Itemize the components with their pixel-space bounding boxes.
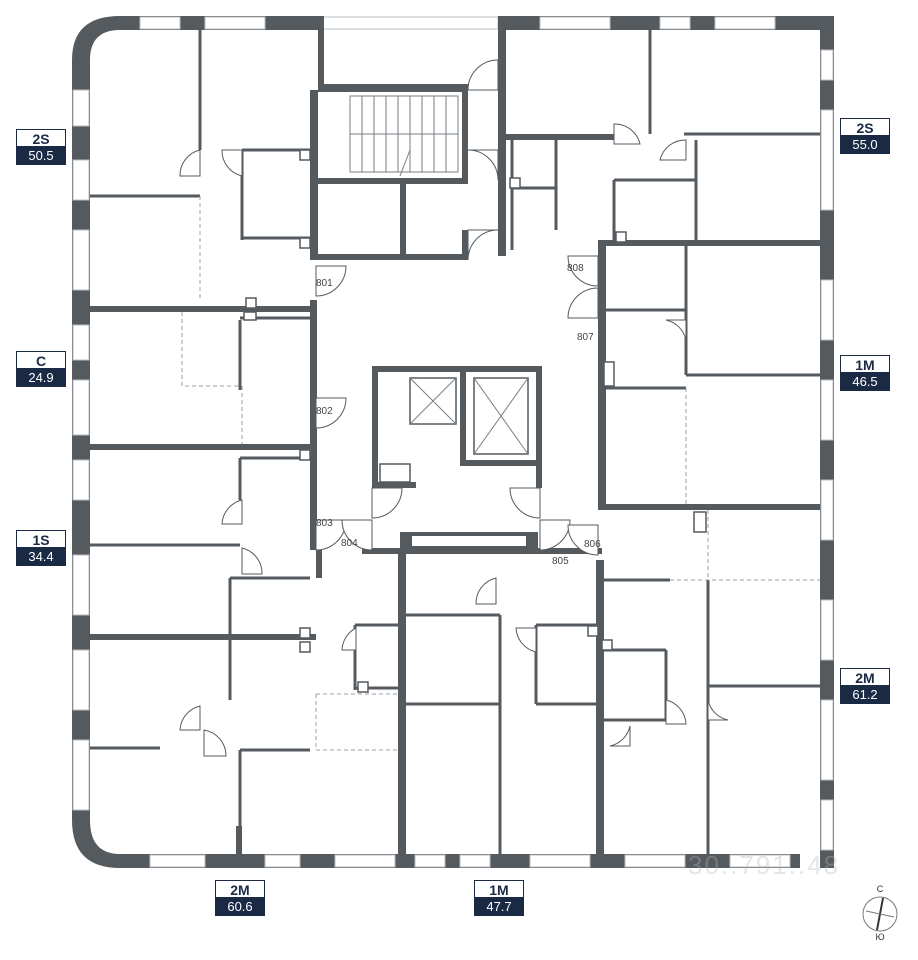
zone-lines: [181, 196, 820, 751]
staircase: [349, 95, 459, 177]
unit-number-806: 806: [584, 539, 601, 550]
core-wall: [318, 84, 468, 92]
window: [72, 649, 90, 711]
window: [334, 854, 396, 868]
window: [820, 599, 834, 661]
compass-icon: [862, 896, 898, 932]
unit-number-803: 803: [316, 518, 333, 529]
apartment-label-2m-right[interactable]: 2M 61.2: [840, 668, 890, 704]
window: [72, 459, 90, 501]
window: [714, 16, 776, 30]
window: [139, 16, 181, 30]
window: [624, 854, 686, 868]
core-wall: [318, 16, 324, 86]
core-wall: [310, 178, 468, 184]
window: [659, 16, 691, 30]
apartment-area: 60.6: [215, 898, 265, 916]
core-wall: [462, 90, 468, 180]
vent-shafts: [243, 149, 707, 693]
window: [529, 854, 591, 868]
window: [72, 554, 90, 616]
unit-number-805: 805: [552, 556, 569, 567]
apartment-area: 55.0: [840, 136, 890, 154]
window: [539, 16, 611, 30]
apartment-type: C: [16, 351, 66, 369]
unit-number-802: 802: [316, 406, 333, 417]
window: [820, 49, 834, 81]
window: [414, 854, 446, 868]
corridor-wall: [362, 548, 602, 554]
compass: С Ю: [860, 884, 900, 944]
window: [729, 854, 791, 868]
apartment-label-2s-left[interactable]: 2S 50.5: [16, 129, 66, 165]
apartment-label-2s-right[interactable]: 2S 55.0: [840, 118, 890, 154]
window: [319, 16, 499, 30]
core-wall: [310, 90, 318, 260]
core-wall: [310, 254, 468, 260]
window: [459, 854, 491, 868]
apartment-area: 24.9: [16, 369, 66, 387]
apartment-area: 46.5: [840, 373, 890, 391]
window: [820, 799, 834, 851]
unit-number-801: 801: [316, 278, 333, 289]
apartment-type: 2M: [840, 668, 890, 686]
apartment-type: 1M: [474, 880, 524, 898]
window: [72, 229, 90, 291]
core-wall: [462, 230, 468, 260]
apartment-area: 47.7: [474, 898, 524, 916]
window: [820, 699, 834, 781]
window: [72, 89, 90, 127]
window: [820, 479, 834, 541]
apartment-label-1m-bottom[interactable]: 1M 47.7: [474, 880, 524, 916]
apartment-area: 61.2: [840, 686, 890, 704]
window: [72, 324, 90, 361]
apartment-label-1s[interactable]: 1S 34.4: [16, 530, 66, 566]
window: [820, 279, 834, 341]
apartment-type: 2S: [840, 118, 890, 136]
elevator-shafts: [372, 366, 542, 488]
window: [72, 159, 90, 201]
apartment-type: 1S: [16, 530, 66, 548]
window: [204, 16, 266, 30]
unit-number-807: 807: [577, 332, 594, 343]
apartment-label-1m-right[interactable]: 1M 46.5: [840, 355, 890, 391]
doors: [179, 59, 729, 757]
outer-wall: [72, 16, 800, 868]
apartment-type: 1M: [840, 355, 890, 373]
apartment-label-2m-bottom[interactable]: 2M 60.6: [215, 880, 265, 916]
watermark: 30..791..48: [688, 850, 841, 880]
apartment-label-c[interactable]: C 24.9: [16, 351, 66, 387]
unit-number-808: 808: [567, 263, 584, 274]
core-wall: [498, 134, 618, 140]
compass-south: Ю: [875, 932, 885, 942]
window: [72, 739, 90, 811]
window: [72, 379, 90, 436]
apartment-type: 2S: [16, 129, 66, 147]
apartment-area: 34.4: [16, 548, 66, 566]
apartment-type: 2M: [215, 880, 265, 898]
apartment-area: 50.5: [16, 147, 66, 165]
left-partitions: [90, 30, 322, 854]
unit-number-804: 804: [341, 538, 358, 549]
window: [820, 109, 834, 211]
window: [264, 854, 301, 868]
window: [149, 854, 206, 868]
corridor-wall-inner: [412, 536, 526, 546]
compass-north: С: [876, 884, 884, 894]
window: [820, 379, 834, 441]
core-wall: [400, 178, 406, 260]
